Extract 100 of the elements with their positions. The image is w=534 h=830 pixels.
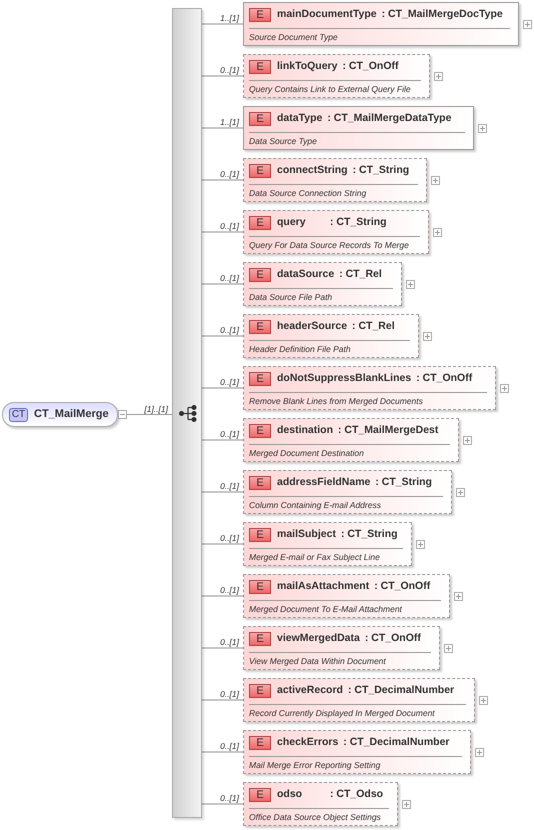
cardinality-label: 0..[1] xyxy=(220,325,239,335)
element-badge: E xyxy=(249,112,271,126)
element-description: Office Data Source Object Settings xyxy=(249,812,381,823)
element-name: headerSource xyxy=(277,319,348,334)
element-badge: E xyxy=(249,216,271,230)
cardinality-label: 1..[1] xyxy=(220,117,239,127)
cardinality-label: 0..[1] xyxy=(220,793,239,803)
element-type: : CT_Odso xyxy=(330,787,384,802)
element-name: mainDocumentType xyxy=(277,7,377,22)
element-badge: E xyxy=(249,60,271,74)
element-description: Merged Document Destination xyxy=(249,448,364,459)
element-box xyxy=(243,54,430,98)
element-name: connectString xyxy=(277,163,348,178)
element-type: : CT_DecimalNumber xyxy=(348,683,454,698)
cardinality-label: 0..[1] xyxy=(220,429,239,439)
element-name: mailSubject xyxy=(277,527,336,542)
cardinality-label: 0..[1] xyxy=(220,65,239,75)
element-name: addressFieldName xyxy=(277,475,370,490)
element-box xyxy=(243,262,402,306)
complex-type-node xyxy=(2,402,118,427)
element-name: doNotSuppressBlankLines xyxy=(277,371,412,386)
element-badge: E xyxy=(249,424,271,438)
element-badge: E xyxy=(249,632,271,646)
element-description: Data Source Connection String xyxy=(249,188,366,199)
element-name: checkErrors xyxy=(277,735,338,750)
element-type: : CT_MailMergeDataType xyxy=(327,111,452,126)
element-name: mailAsAttachment xyxy=(277,579,370,594)
element-name: viewMergedData xyxy=(277,631,360,646)
element-box xyxy=(243,574,450,618)
element-name: destination xyxy=(277,423,334,438)
element-type: : CT_OnOff xyxy=(374,579,430,594)
type-name: CT_MailMerge xyxy=(34,408,109,420)
element-name: query xyxy=(277,215,307,230)
element-box xyxy=(243,158,427,202)
element-box xyxy=(243,470,452,514)
element-box xyxy=(243,210,429,254)
element-badge: E xyxy=(249,8,271,22)
element-type: : CT_Rel xyxy=(339,267,382,282)
cardinality-label: 1..[1] xyxy=(220,13,239,23)
element-badge: E xyxy=(249,528,271,542)
element-type: : CT_String xyxy=(375,475,432,490)
element-description: Data Source Type xyxy=(249,136,317,147)
cardinality-label: 0..[1] xyxy=(220,585,239,595)
element-description: Merged E-mail or Fax Subject Line xyxy=(249,552,380,563)
element-badge: E xyxy=(249,476,271,490)
cardinality-label: 0..[1] xyxy=(220,481,239,491)
element-box xyxy=(243,678,475,722)
element-description: Column Containing E-mail Address xyxy=(249,500,381,511)
element-description: Record Currently Displayed In Merged Document xyxy=(249,708,435,719)
element-badge: E xyxy=(249,164,271,178)
element-description: Query Contains Link to External Query File xyxy=(249,84,411,95)
element-box xyxy=(243,626,440,670)
element-box xyxy=(243,366,496,410)
cardinality-label: 0..[1] xyxy=(220,637,239,647)
element-name: dataType xyxy=(277,111,322,126)
element-badge: E xyxy=(249,320,271,334)
cardinality-label: [1]..[1] xyxy=(144,404,168,414)
cardinality-label: 0..[1] xyxy=(220,221,239,231)
element-description: Mail Merge Error Reporting Setting xyxy=(249,760,380,771)
element-name: odso xyxy=(277,787,304,802)
element-type: : CT_OnOff xyxy=(342,59,398,74)
element-box xyxy=(243,314,419,358)
element-description: Remove Blank Lines from Merged Documents xyxy=(249,396,423,407)
element-description: Source Document Type xyxy=(249,32,338,43)
element-description: Merged Document To E-Mail Attachment xyxy=(249,604,402,615)
element-description: Header Definition File Path xyxy=(249,344,351,355)
element-box xyxy=(243,730,471,774)
cardinality-label: 0..[1] xyxy=(220,273,239,283)
element-type: : CT_DecimalNumber xyxy=(343,735,450,750)
element-name: dataSource xyxy=(277,267,334,282)
element-badge: E xyxy=(249,268,271,282)
element-box xyxy=(243,106,474,150)
element-type: : CT_OnOff xyxy=(416,371,472,386)
element-badge: E xyxy=(249,736,271,750)
element-badge: E xyxy=(249,684,271,698)
element-badge: E xyxy=(249,788,271,802)
cardinality-label: 0..[1] xyxy=(220,689,239,699)
element-box xyxy=(243,522,412,566)
element-type: : CT_String xyxy=(352,163,410,178)
element-badge: E xyxy=(249,580,271,594)
element-box xyxy=(243,2,519,46)
element-description: Data Source File Path xyxy=(249,292,332,303)
element-box xyxy=(243,418,459,462)
element-type: : CT_String xyxy=(330,215,387,230)
element-name: activeRecord xyxy=(277,683,343,698)
element-badge: E xyxy=(249,372,271,386)
cardinality-label: 0..[1] xyxy=(220,377,239,387)
element-type: : CT_String xyxy=(340,527,398,542)
element-description: Query For Data Source Records To Merge xyxy=(249,240,409,251)
type-badge: CT xyxy=(9,408,28,422)
element-description: View Merged Data Within Document xyxy=(249,656,386,667)
cardinality-label: 0..[1] xyxy=(220,741,239,751)
element-box xyxy=(243,782,398,826)
element-type: : CT_MailMergeDest xyxy=(338,423,438,438)
element-type: : CT_OnOff xyxy=(364,631,421,646)
cardinality-label: 0..[1] xyxy=(220,533,239,543)
cardinality-label: 0..[1] xyxy=(220,169,239,179)
sequence-bar xyxy=(172,8,202,818)
element-type: : CT_MailMergeDocType xyxy=(382,7,503,22)
element-type: : CT_Rel xyxy=(352,319,395,334)
